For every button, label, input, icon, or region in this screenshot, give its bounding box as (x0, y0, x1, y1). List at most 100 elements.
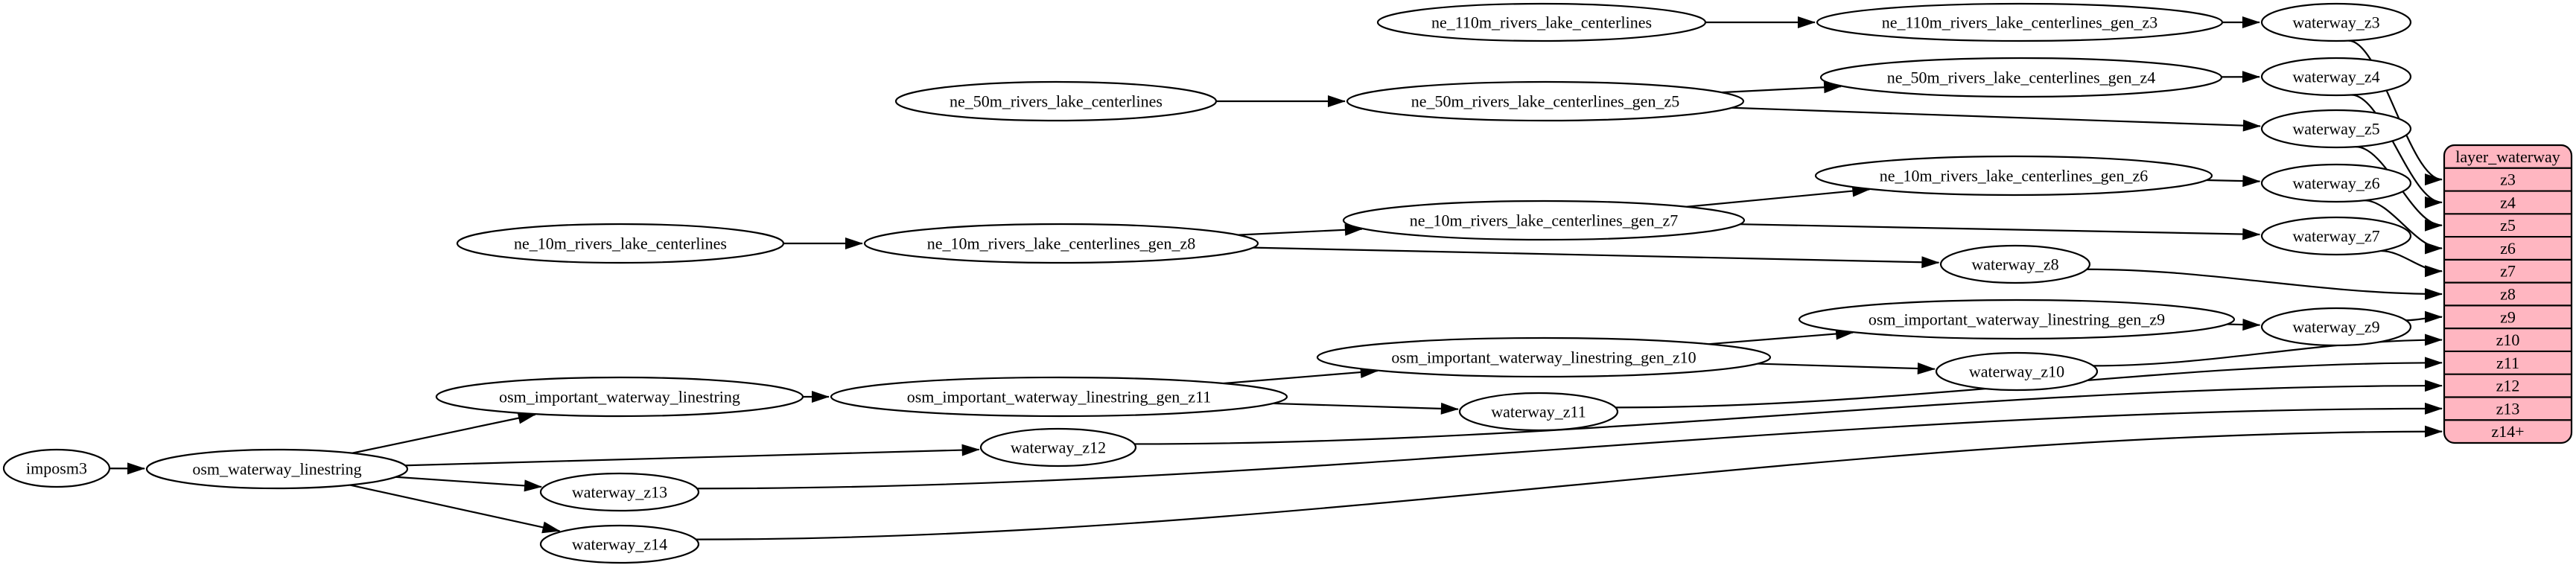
node-ne_10m_rivers_lake_centerlines_gen_z7: ne_10m_rivers_lake_centerlines_gen_z7 (1342, 200, 1746, 241)
node-waterway_z5: waterway_z5 (2260, 109, 2412, 149)
node-osm_important_waterway_linestring_gen_z10: osm_important_waterway_linestring_gen_z1… (1316, 336, 1772, 378)
record-layer: layer_waterwayz3z4z5z6z7z8z9z10z11z12z13… (2443, 144, 2573, 444)
node-ellipse-ne_10m_rivers_lake_centerlines_gen_z8 (863, 223, 1259, 264)
record-title: layer_waterway (2455, 147, 2560, 166)
node-label-ne_10m_rivers_lake_centerlines_gen_z8: ne_10m_rivers_lake_centerlines_gen_z8 (927, 234, 1195, 253)
node-ne_10m_rivers_lake_centerlines_gen_z8: ne_10m_rivers_lake_centerlines_gen_z8 (863, 223, 1259, 264)
edge-osm_important_waterway_linestring_gen_z11-to-waterway_z11 (1273, 402, 1459, 415)
node-osm_waterway_linestring: osm_waterway_linestring (145, 448, 409, 490)
node-label-waterway_z5: waterway_z5 (2292, 120, 2379, 138)
edge-osm_waterway_linestring-to-waterway_z14 (349, 484, 561, 534)
node-ne_110m_rivers_lake_centerlines: ne_110m_rivers_lake_centerlines (1376, 2, 1707, 42)
node-ne_10m_rivers_lake_centerlines: ne_10m_rivers_lake_centerlines (456, 223, 785, 264)
node-label-waterway_z13: waterway_z13 (572, 483, 667, 502)
nodes-layer: imposm3 osm_waterway_linestring osm_import… (2, 2, 2412, 564)
edge-waterway_z4-to-layer_waterway-z4 (2351, 94, 2443, 208)
edge-waterway_z7-to-layer_waterway-z7 (2381, 249, 2443, 278)
node-ellipse-waterway_z8 (1939, 244, 2091, 284)
node-ellipse-imposm3 (2, 448, 111, 488)
node-label-ne_10m_rivers_lake_centerlines: ne_10m_rivers_lake_centerlines (514, 234, 727, 253)
record-outline (2443, 144, 2573, 444)
edge-osm_important_waterway_linestring_gen_z11-to-osm_important_waterway_linestring_gen_z10 (1223, 366, 1378, 385)
node-ne_10m_rivers_lake_centerlines_gen_z6: ne_10m_rivers_lake_centerlines_gen_z6 (1814, 155, 2213, 197)
node-waterway_z4: waterway_z4 (2260, 57, 2412, 97)
node-waterway_z10: waterway_z10 (1935, 351, 2099, 392)
record-row-z5: z5 (2500, 216, 2516, 234)
node-label-ne_50m_rivers_lake_centerlines_gen_z5: ne_50m_rivers_lake_centerlines_gen_z5 (1411, 92, 1679, 111)
node-ne_50m_rivers_lake_centerlines: ne_50m_rivers_lake_centerlines (894, 80, 1218, 122)
edge-waterway_z9-to-layer_waterway-z9 (2405, 310, 2443, 323)
node-waterway_z8: waterway_z8 (1939, 244, 2091, 284)
node-label-osm_waterway_linestring: osm_waterway_linestring (192, 460, 361, 479)
node-label-waterway_z3: waterway_z3 (2292, 13, 2379, 32)
record-row-z10: z10 (2496, 331, 2520, 349)
node-label-waterway_z4: waterway_z4 (2292, 68, 2379, 86)
node-label-ne_10m_rivers_lake_centerlines_gen_z7: ne_10m_rivers_lake_centerlines_gen_z7 (1410, 211, 1678, 230)
edge-waterway_z10-to-layer_waterway-z10 (2093, 334, 2443, 367)
edge-osm_waterway_linestring-to-osm_important_waterway_linestring (352, 412, 536, 454)
node-label-osm_important_waterway_linestring_gen_z10: osm_important_waterway_linestring_gen_z1… (1391, 348, 1696, 367)
record-row-z13: z13 (2496, 399, 2520, 418)
node-label-imposm3: imposm3 (26, 459, 87, 478)
node-ellipse-osm_important_waterway_linestring_gen_z9 (1798, 299, 2236, 340)
node-ellipse-waterway_z13 (539, 472, 700, 512)
edges-layer (109, 16, 2443, 540)
node-waterway_z11: waterway_z11 (1458, 392, 1619, 432)
node-ellipse-ne_10m_rivers_lake_centerlines_gen_z7 (1342, 200, 1746, 241)
node-ellipse-waterway_z10 (1935, 351, 2099, 392)
node-label-waterway_z7: waterway_z7 (2292, 227, 2379, 246)
edge-ne_10m_rivers_lake_centerlines_gen_z7-to-waterway_z7 (1740, 223, 2261, 240)
edge-osm_important_waterway_linestring_gen_z10-to-osm_important_waterway_linestring_gen_z9 (1708, 328, 1854, 345)
node-waterway_z12: waterway_z12 (979, 427, 1137, 468)
edge-osm_important_waterway_linestring_gen_z10-to-waterway_z10 (1757, 363, 1936, 375)
node-ellipse-osm_important_waterway_linestring_gen_z11 (830, 376, 1288, 418)
node-label-waterway_z6: waterway_z6 (2292, 174, 2379, 193)
record-row-z7: z7 (2500, 262, 2516, 281)
edge-ne_10m_rivers_lake_centerlines_gen_z7-to-ne_10m_rivers_lake_centerlines_gen_z6 (1686, 185, 1871, 208)
node-ellipse-waterway_z3 (2260, 2, 2412, 42)
node-label-waterway_z9: waterway_z9 (2292, 318, 2379, 336)
node-waterway_z14: waterway_z14 (539, 524, 700, 564)
edge-ne_10m_rivers_lake_centerlines_gen_z8-to-waterway_z8 (1253, 246, 1940, 269)
record-row-z3: z3 (2500, 170, 2516, 189)
record-row-z14+: z14+ (2491, 422, 2524, 441)
node-ellipse-ne_110m_rivers_lake_centerlines (1376, 2, 1707, 42)
node-ellipse-ne_50m_rivers_lake_centerlines (894, 80, 1218, 122)
node-ellipse-waterway_z14 (539, 524, 700, 564)
node-label-waterway_z11: waterway_z11 (1491, 403, 1586, 421)
node-waterway_z9: waterway_z9 (2260, 307, 2412, 347)
node-ellipse-ne_50m_rivers_lake_centerlines_gen_z5 (1346, 80, 1745, 122)
node-label-waterway_z10: waterway_z10 (1969, 363, 2064, 381)
edge-waterway_z6-to-layer_waterway-z6 (2364, 200, 2443, 255)
record-layer-waterway: layer_waterwayz3z4z5z6z7z8z9z10z11z12z13… (2443, 144, 2573, 444)
edge-waterway_z3-to-layer_waterway-z3 (2348, 39, 2443, 186)
node-ellipse-osm_waterway_linestring (145, 448, 409, 490)
node-osm_important_waterway_linestring: osm_important_waterway_linestring (435, 376, 804, 418)
node-ellipse-waterway_z11 (1458, 392, 1619, 432)
node-label-waterway_z8: waterway_z8 (1971, 255, 2058, 274)
node-ellipse-waterway_z6 (2260, 163, 2412, 203)
node-ellipse-ne_110m_rivers_lake_centerlines_gen_z3 (1816, 2, 2224, 42)
node-ellipse-waterway_z5 (2260, 109, 2412, 149)
node-ellipse-osm_important_waterway_linestring (435, 376, 804, 418)
node-ellipse-ne_10m_rivers_lake_centerlines (456, 223, 785, 264)
node-label-ne_50m_rivers_lake_centerlines_gen_z4: ne_50m_rivers_lake_centerlines_gen_z4 (1887, 68, 2155, 87)
node-ellipse-waterway_z12 (979, 427, 1137, 468)
edge-osm_waterway_linestring-to-waterway_z13 (395, 476, 543, 492)
node-ellipse-ne_50m_rivers_lake_centerlines_gen_z4 (1819, 57, 2223, 98)
record-row-z8: z8 (2500, 285, 2516, 304)
node-label-osm_important_waterway_linestring_gen_z9: osm_important_waterway_linestring_gen_z9 (1869, 310, 2165, 329)
node-waterway_z3: waterway_z3 (2260, 2, 2412, 42)
edge-waterway_z8-to-layer_waterway-z8 (2087, 268, 2443, 301)
node-label-ne_10m_rivers_lake_centerlines_gen_z6: ne_10m_rivers_lake_centerlines_gen_z6 (1880, 167, 2148, 185)
node-ne_50m_rivers_lake_centerlines_gen_z4: ne_50m_rivers_lake_centerlines_gen_z4 (1819, 57, 2223, 98)
node-label-waterway_z14: waterway_z14 (572, 535, 667, 554)
node-waterway_z7: waterway_z7 (2260, 216, 2412, 256)
edge-ne_50m_rivers_lake_centerlines_gen_z5-to-ne_50m_rivers_lake_centerlines_gen_z4 (1721, 81, 1842, 94)
edge-waterway_z12-to-layer_waterway-z12 (1134, 380, 2443, 445)
node-label-ne_110m_rivers_lake_centerlines_gen_z3: ne_110m_rivers_lake_centerlines_gen_z3 (1882, 13, 2158, 32)
node-label-ne_50m_rivers_lake_centerlines: ne_50m_rivers_lake_centerlines (950, 92, 1163, 111)
node-ellipse-waterway_z9 (2260, 307, 2412, 347)
node-ellipse-osm_important_waterway_linestring_gen_z10 (1316, 336, 1772, 378)
